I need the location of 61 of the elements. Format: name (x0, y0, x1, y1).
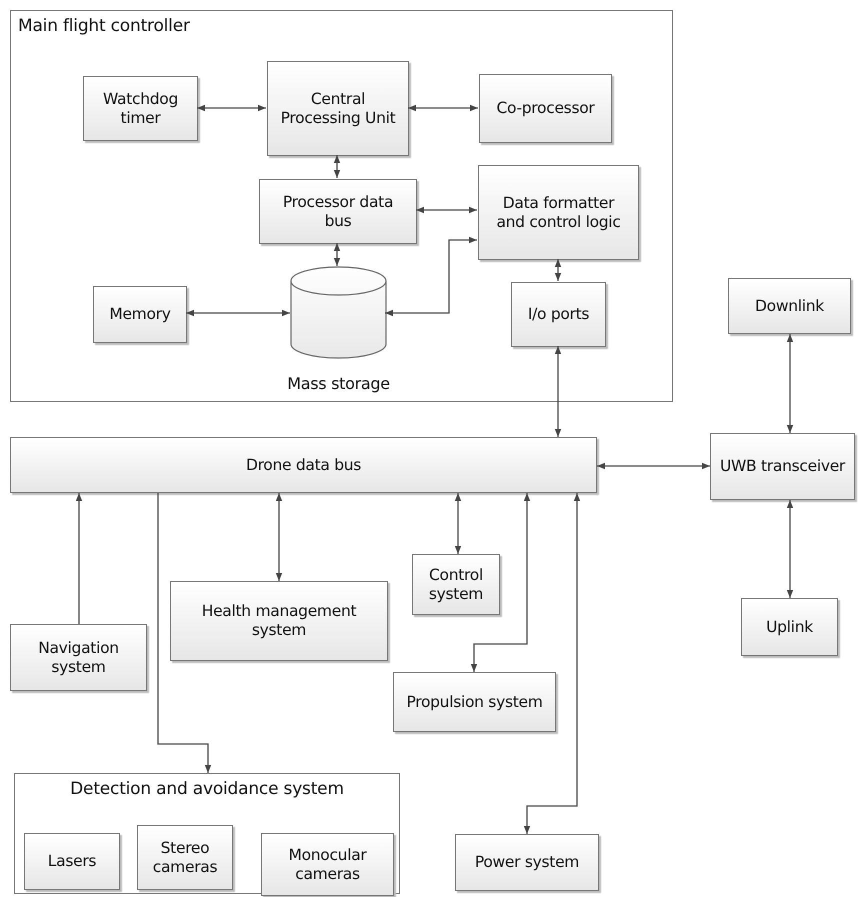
connector-arrow (186, 310, 290, 316)
connector-arrow (334, 243, 340, 266)
process-box (267, 61, 409, 156)
group-panel (14, 773, 400, 894)
box-label: Control system (428, 566, 484, 604)
box-label: Processor data bus (282, 192, 394, 230)
connector-arrow (597, 462, 710, 470)
box-label: Uplink (766, 618, 813, 636)
connector-arrow (276, 493, 282, 581)
group-panel (10, 10, 673, 402)
box-label: Co-processor (496, 99, 594, 118)
box-label: Propulsion system (406, 692, 543, 712)
connector-arrow (76, 493, 82, 624)
connector-arrow (454, 493, 462, 554)
process-box (393, 672, 556, 732)
box-label: Navigation system (37, 638, 120, 676)
process-box (412, 554, 500, 615)
connector-arrow (334, 155, 340, 178)
storage-label: Mass storage (286, 374, 391, 393)
box-label: Drone data bus (246, 456, 362, 474)
connector-arrow (197, 104, 266, 112)
process-box (511, 282, 606, 347)
connector-arrow (554, 259, 562, 281)
process-box (93, 286, 187, 343)
box-label: Central Processing Unit (280, 90, 396, 128)
process-box (259, 179, 417, 244)
process-box (728, 278, 851, 334)
connector-arrow (416, 206, 477, 214)
process-box (479, 74, 612, 143)
process-box (741, 598, 838, 656)
process-box (170, 581, 388, 661)
group-title: Detection and avoidance system (69, 779, 345, 799)
box-label: Stereo cameras (152, 838, 218, 876)
connector-arrow (786, 500, 794, 598)
process-box (478, 165, 639, 260)
connector-arrow (524, 493, 580, 834)
process-box (455, 834, 599, 891)
connector-arrow (470, 493, 530, 672)
box-label: Downlink (755, 296, 824, 316)
process-box (710, 433, 855, 500)
box-label: Lasers (48, 852, 96, 871)
box-label: Health management system (200, 602, 358, 640)
box-label: Data formatter and control logic (495, 194, 622, 232)
connector-arrow (554, 346, 562, 437)
process-box (10, 624, 147, 691)
box-label: Monocular cameras (288, 846, 368, 884)
box-label: Power system (474, 853, 580, 872)
process-box (10, 437, 597, 493)
process-box (24, 833, 120, 890)
box-label: Memory (109, 305, 171, 324)
box-label: UWB transceiver (720, 457, 846, 476)
connector-arrow (157, 493, 212, 773)
process-box (137, 825, 233, 890)
process-box (261, 833, 394, 896)
box-label: I/o ports (528, 305, 590, 324)
connector-arrow (385, 236, 477, 316)
box-label: Watchdog timer (102, 90, 180, 128)
group-title: Main flight controller (18, 16, 190, 36)
connector-arrow (408, 104, 478, 112)
connector-arrow (786, 334, 794, 433)
process-box (83, 76, 198, 141)
